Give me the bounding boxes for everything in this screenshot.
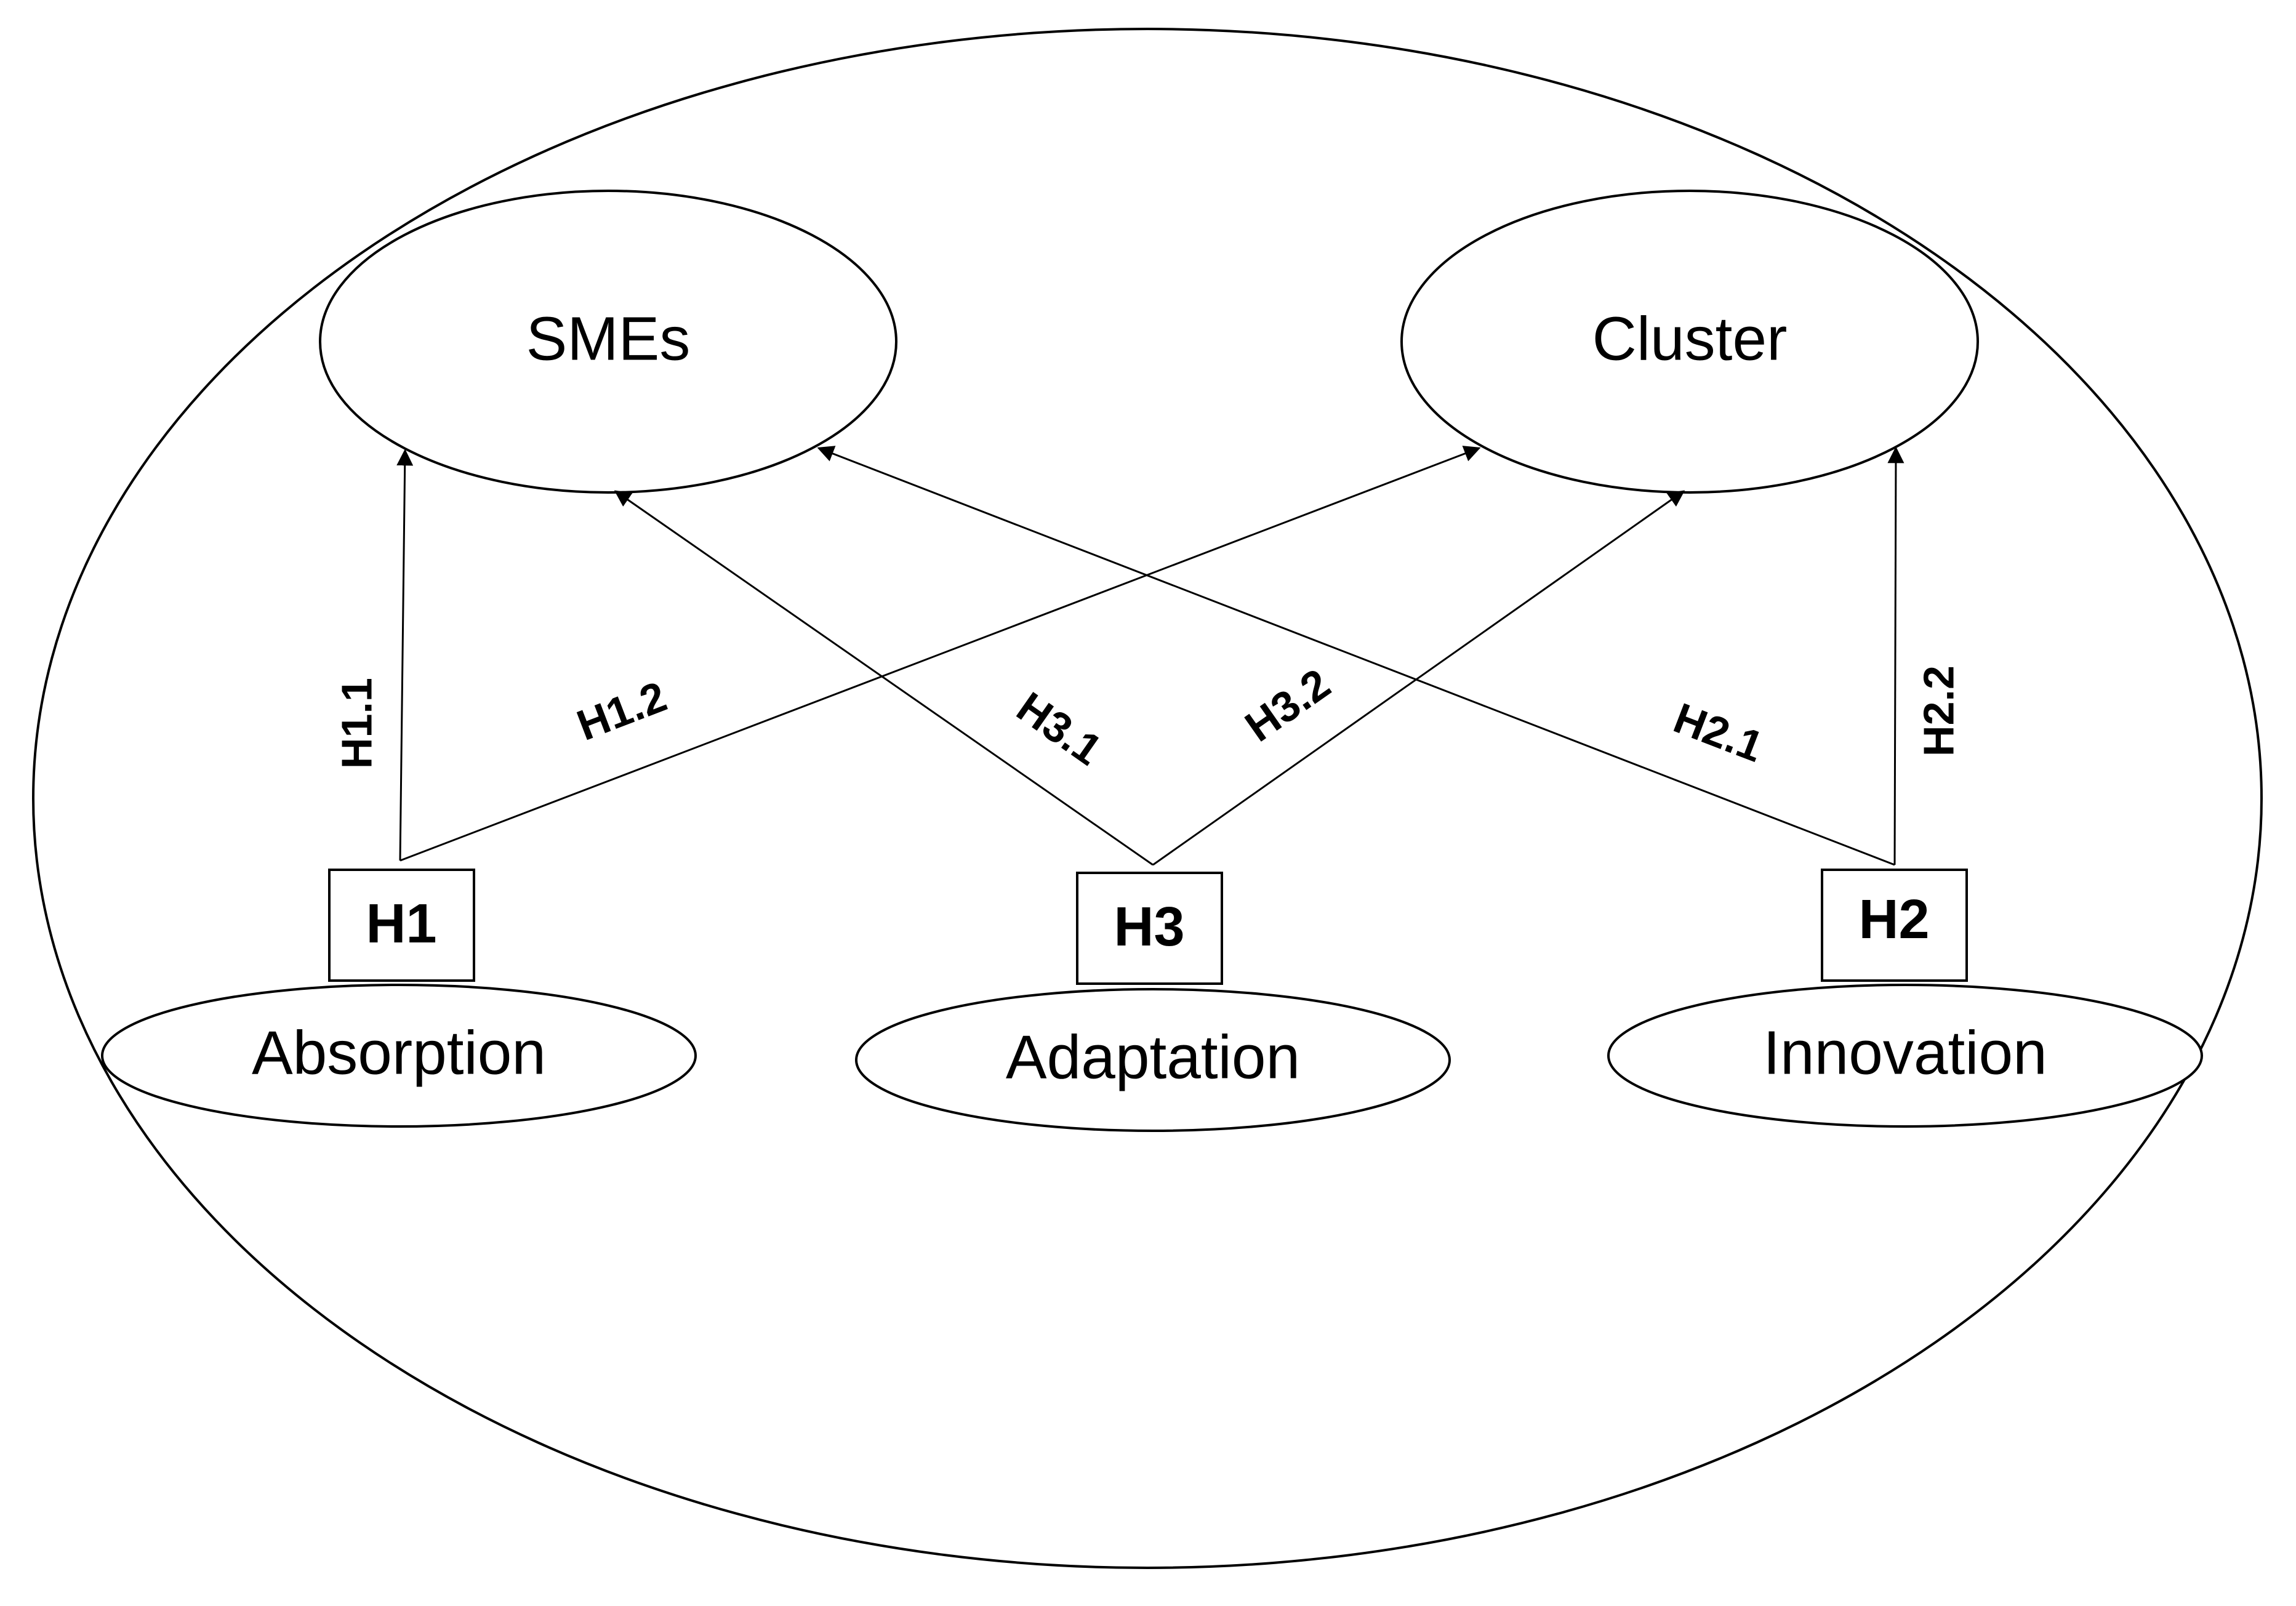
cluster-label: Cluster xyxy=(1592,304,1788,373)
adaptation-node: Adaptation xyxy=(855,988,1451,1132)
adaptation-label: Adaptation xyxy=(1006,1022,1300,1091)
smes-node: SMEs xyxy=(319,190,897,494)
adaptation-ellipse xyxy=(855,988,1451,1132)
arrow-h3-1 xyxy=(614,490,1154,866)
innovation-label: Innovation xyxy=(1763,1018,2047,1087)
hypothesis-box-h3: H3 xyxy=(1076,872,1223,985)
h2-box xyxy=(1821,869,1968,982)
edge-label-h1-1: H1.1 xyxy=(332,678,380,769)
smes-label: SMEs xyxy=(526,304,691,373)
arrow-h2-1 xyxy=(817,446,1895,866)
edge-label-h2-2: H2.2 xyxy=(1914,665,1962,757)
arrow-h3-2 xyxy=(1152,490,1685,866)
innovation-node: Innovation xyxy=(1607,984,2203,1128)
h3-label: H3 xyxy=(1114,896,1184,958)
absorption-node: Absorption xyxy=(101,984,697,1128)
cluster-node: Cluster xyxy=(1400,190,1979,494)
h3-box xyxy=(1076,872,1223,985)
arrow-h2-2 xyxy=(1887,446,1905,865)
absorption-label: Absorption xyxy=(252,1018,546,1087)
h2-label: H2 xyxy=(1858,889,1929,950)
h1-box xyxy=(328,869,475,982)
smes-ellipse xyxy=(319,190,897,494)
h1-label: H1 xyxy=(366,893,436,955)
absorption-ellipse xyxy=(101,984,697,1128)
innovation-ellipse xyxy=(1607,984,2203,1128)
hypothesis-box-h2: H2 xyxy=(1821,869,1968,982)
arrow-h1-2 xyxy=(399,446,1481,862)
hypothesis-box-h1: H1 xyxy=(328,869,475,982)
arrow-h1-1 xyxy=(396,449,414,861)
cluster-ellipse xyxy=(1400,190,1979,494)
